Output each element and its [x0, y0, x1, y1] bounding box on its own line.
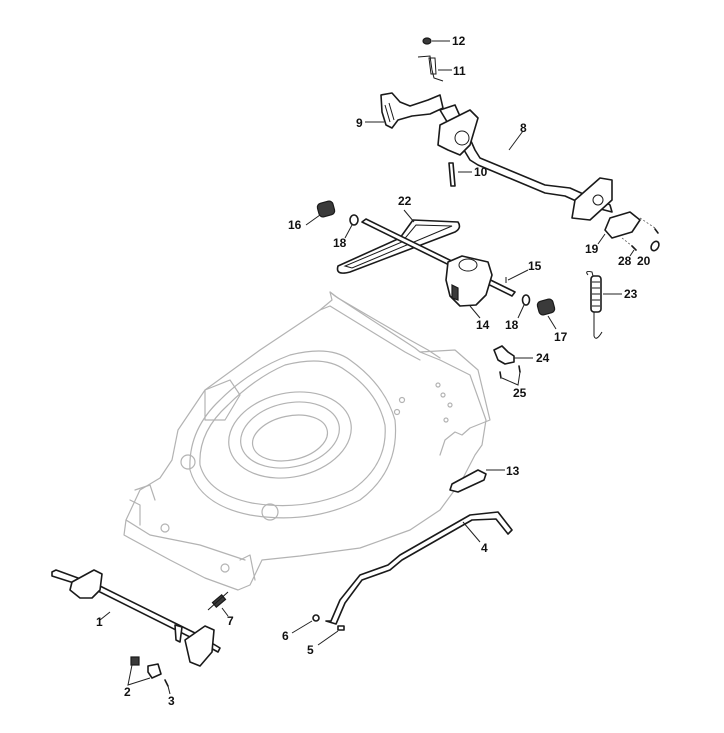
- part-17-pinion: [536, 298, 557, 330]
- callout-labels: 1 2 3 4 5 6 7 8 9 10 11 12 13 14 15 16 1…: [96, 34, 651, 708]
- part-15-pin: [505, 269, 529, 283]
- part-13-clip: [449, 469, 505, 493]
- part-24-bracket: [493, 345, 533, 365]
- part-11-spring: [417, 55, 452, 82]
- label-6: 6: [282, 629, 289, 643]
- label-10: 10: [474, 165, 488, 179]
- part-14-gearbox: [445, 255, 493, 319]
- part-23-spring: [586, 270, 622, 339]
- label-1: 1: [96, 615, 103, 629]
- label-20: 20: [637, 254, 651, 268]
- part-16-pinion: [305, 200, 336, 226]
- part-7-spring: [207, 591, 229, 617]
- label-24: 24: [536, 351, 550, 365]
- label-18-left: 18: [333, 236, 347, 250]
- part-20-washer: [650, 240, 660, 252]
- mower-deck: [123, 291, 491, 591]
- part-10-pin: [448, 162, 472, 187]
- part-6-nut: [291, 614, 320, 634]
- label-9: 9: [356, 116, 363, 130]
- part-28-screw: [629, 245, 637, 257]
- part-8-rear-axle: [437, 104, 613, 221]
- part-9-lever: [365, 92, 444, 129]
- label-11: 11: [453, 64, 466, 78]
- label-2: 2: [124, 685, 131, 699]
- part-25-screws: [499, 365, 521, 386]
- part-screw: [654, 228, 659, 234]
- label-25: 25: [513, 386, 527, 400]
- label-7: 7: [227, 614, 234, 628]
- label-28: 28: [618, 254, 632, 268]
- part-19-bracket: [597, 211, 656, 247]
- label-5: 5: [307, 643, 314, 657]
- label-19: 19: [585, 242, 599, 256]
- part-2-latch: [127, 656, 162, 686]
- part-5-bolt: [317, 625, 345, 646]
- part-12-nut: [422, 37, 450, 45]
- label-22: 22: [398, 194, 412, 208]
- label-18-right: 18: [505, 318, 519, 332]
- label-14: 14: [476, 318, 490, 332]
- part-4-rear-rod: [325, 511, 513, 625]
- part-18-washer-right: [517, 294, 531, 319]
- part-3-screw: [164, 679, 171, 695]
- label-8: 8: [520, 121, 527, 135]
- label-13: 13: [506, 464, 520, 478]
- part-18-washer-left: [344, 214, 359, 239]
- label-16: 16: [288, 218, 302, 232]
- part-1-front-axle: [51, 569, 221, 667]
- label-12: 12: [452, 34, 466, 48]
- label-4: 4: [481, 541, 488, 555]
- label-17: 17: [554, 330, 568, 344]
- label-3: 3: [168, 694, 175, 708]
- label-23: 23: [624, 287, 638, 301]
- label-15: 15: [528, 259, 542, 273]
